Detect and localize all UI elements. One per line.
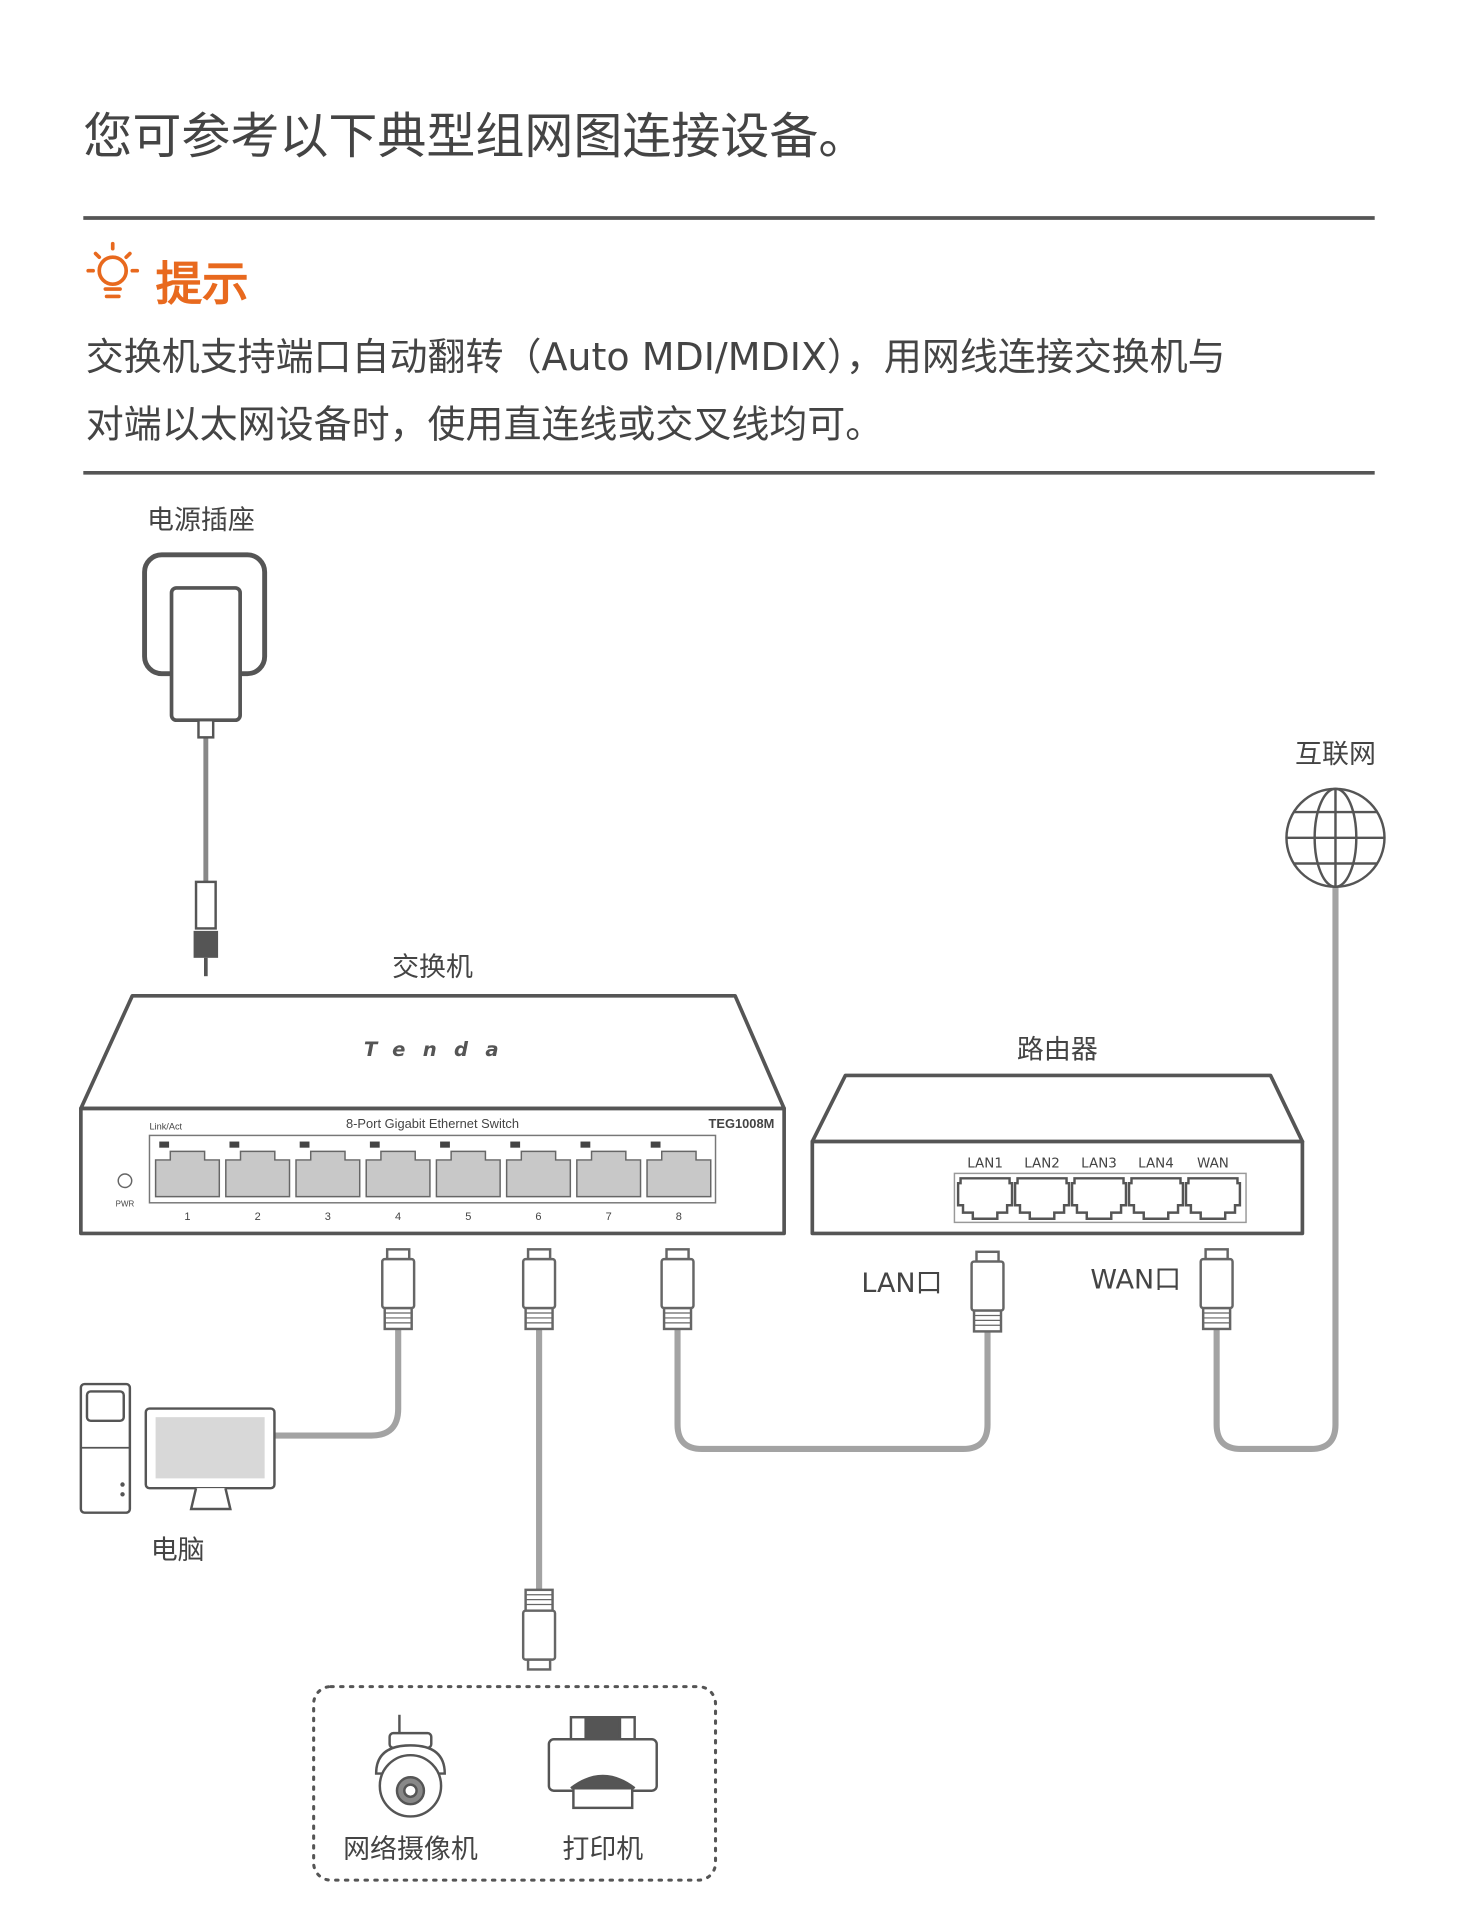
link-led: [229, 1141, 240, 1148]
port-number: 1: [184, 1211, 190, 1223]
peripherals-group: [312, 1685, 718, 1882]
router-device: 路由器 LAN1 LAN2 LAN3 LAN4 WAN: [810, 1034, 1305, 1236]
rj45-connector-router-lan: [970, 1250, 1005, 1333]
router-port-label: LAN3: [1081, 1155, 1117, 1171]
link-led: [650, 1141, 661, 1148]
port-number: 2: [255, 1211, 261, 1223]
tip-title: 提示: [156, 257, 249, 311]
pwr-label: PWR: [116, 1199, 135, 1208]
switch-port-4: 4: [365, 1141, 431, 1223]
internet-label: 互联网: [1295, 739, 1376, 770]
printer-icon: [547, 1716, 658, 1810]
printer-label: 打印机: [562, 1834, 643, 1865]
switch-description: 8-Port Gigabit Ethernet Switch: [346, 1116, 519, 1131]
rj45-connector-peripherals: [521, 1588, 557, 1671]
rj45-connector-port6: [521, 1248, 557, 1331]
tip-text-line2: 对端以太网设备时，使用直连线或交叉线均可。: [86, 402, 883, 446]
pc-label: 电脑: [151, 1535, 205, 1566]
rj45-connectors: [381, 1248, 1234, 1671]
switch-port-5: 5: [435, 1141, 501, 1223]
pwr-led: [117, 1173, 133, 1189]
switch-port-7: 7: [576, 1141, 642, 1223]
link-led: [440, 1141, 450, 1148]
switch-port-1: 1: [154, 1141, 221, 1223]
port-number: 6: [535, 1211, 541, 1223]
link-led: [369, 1141, 380, 1148]
power-socket-label: 电源插座: [147, 505, 255, 536]
cable-internet: [1213, 883, 1339, 1453]
router-port-label: LAN4: [1138, 1155, 1174, 1171]
port-number: 7: [606, 1211, 612, 1223]
switch-port-6: 6: [505, 1141, 572, 1223]
cable-pc: [272, 1325, 402, 1439]
port-number: 5: [465, 1211, 471, 1223]
tip-text-line1: 交换机支持端口自动翻转（Auto MDI/MDIX），用网线连接交换机与: [86, 335, 1226, 379]
link-act-label: Link/Act: [149, 1121, 182, 1131]
router-port-wan: WAN: [1184, 1155, 1242, 1220]
link-led: [299, 1141, 310, 1148]
switch-port-2: 2: [225, 1141, 291, 1223]
rj45-connector-router-wan: [1199, 1248, 1234, 1331]
router-port-lan4: LAN4: [1127, 1155, 1185, 1220]
router-port-label: LAN1: [967, 1155, 1003, 1171]
rj45-connector-port8: [660, 1248, 695, 1331]
wan-port-label: WAN口: [1090, 1265, 1181, 1296]
rj45-connector-port4: [381, 1248, 416, 1331]
port-number: 4: [395, 1211, 401, 1223]
globe-icon: [1285, 787, 1386, 889]
port-number: 8: [676, 1211, 682, 1223]
cable-router-lan: [674, 1325, 991, 1453]
computer-icon: [79, 1382, 276, 1514]
router-port-lan3: LAN3: [1070, 1155, 1128, 1220]
router-port-lan1: LAN1: [956, 1155, 1014, 1220]
switch-label: 交换机: [392, 952, 473, 983]
switch-model: TEG1008M: [709, 1116, 775, 1131]
lightbulb-icon: [86, 241, 140, 299]
camera-label: 网络摄像机: [343, 1834, 478, 1865]
switch-device: 交换机 Tenda Link/Act 8-Port Gigabit Ethern…: [79, 952, 786, 1236]
switch-port-3: 3: [295, 1141, 361, 1223]
port-number: 3: [325, 1211, 331, 1223]
brand-logo: Tenda: [364, 1038, 499, 1061]
camera-icon: [374, 1714, 446, 1818]
lan-port-label: LAN口: [861, 1268, 942, 1299]
router-label: 路由器: [1017, 1034, 1098, 1065]
power-socket-icon: 电源插座: [142, 505, 268, 977]
switch-port-8: 8: [646, 1141, 712, 1223]
page-heading: 您可参考以下典型组网图连接设备。: [83, 108, 867, 165]
link-led: [510, 1141, 521, 1148]
router-port-label: LAN2: [1024, 1155, 1060, 1171]
router-port-label: WAN: [1197, 1155, 1229, 1171]
router-port-lan2: LAN2: [1013, 1155, 1071, 1220]
link-led: [159, 1141, 170, 1148]
link-led: [580, 1141, 591, 1148]
